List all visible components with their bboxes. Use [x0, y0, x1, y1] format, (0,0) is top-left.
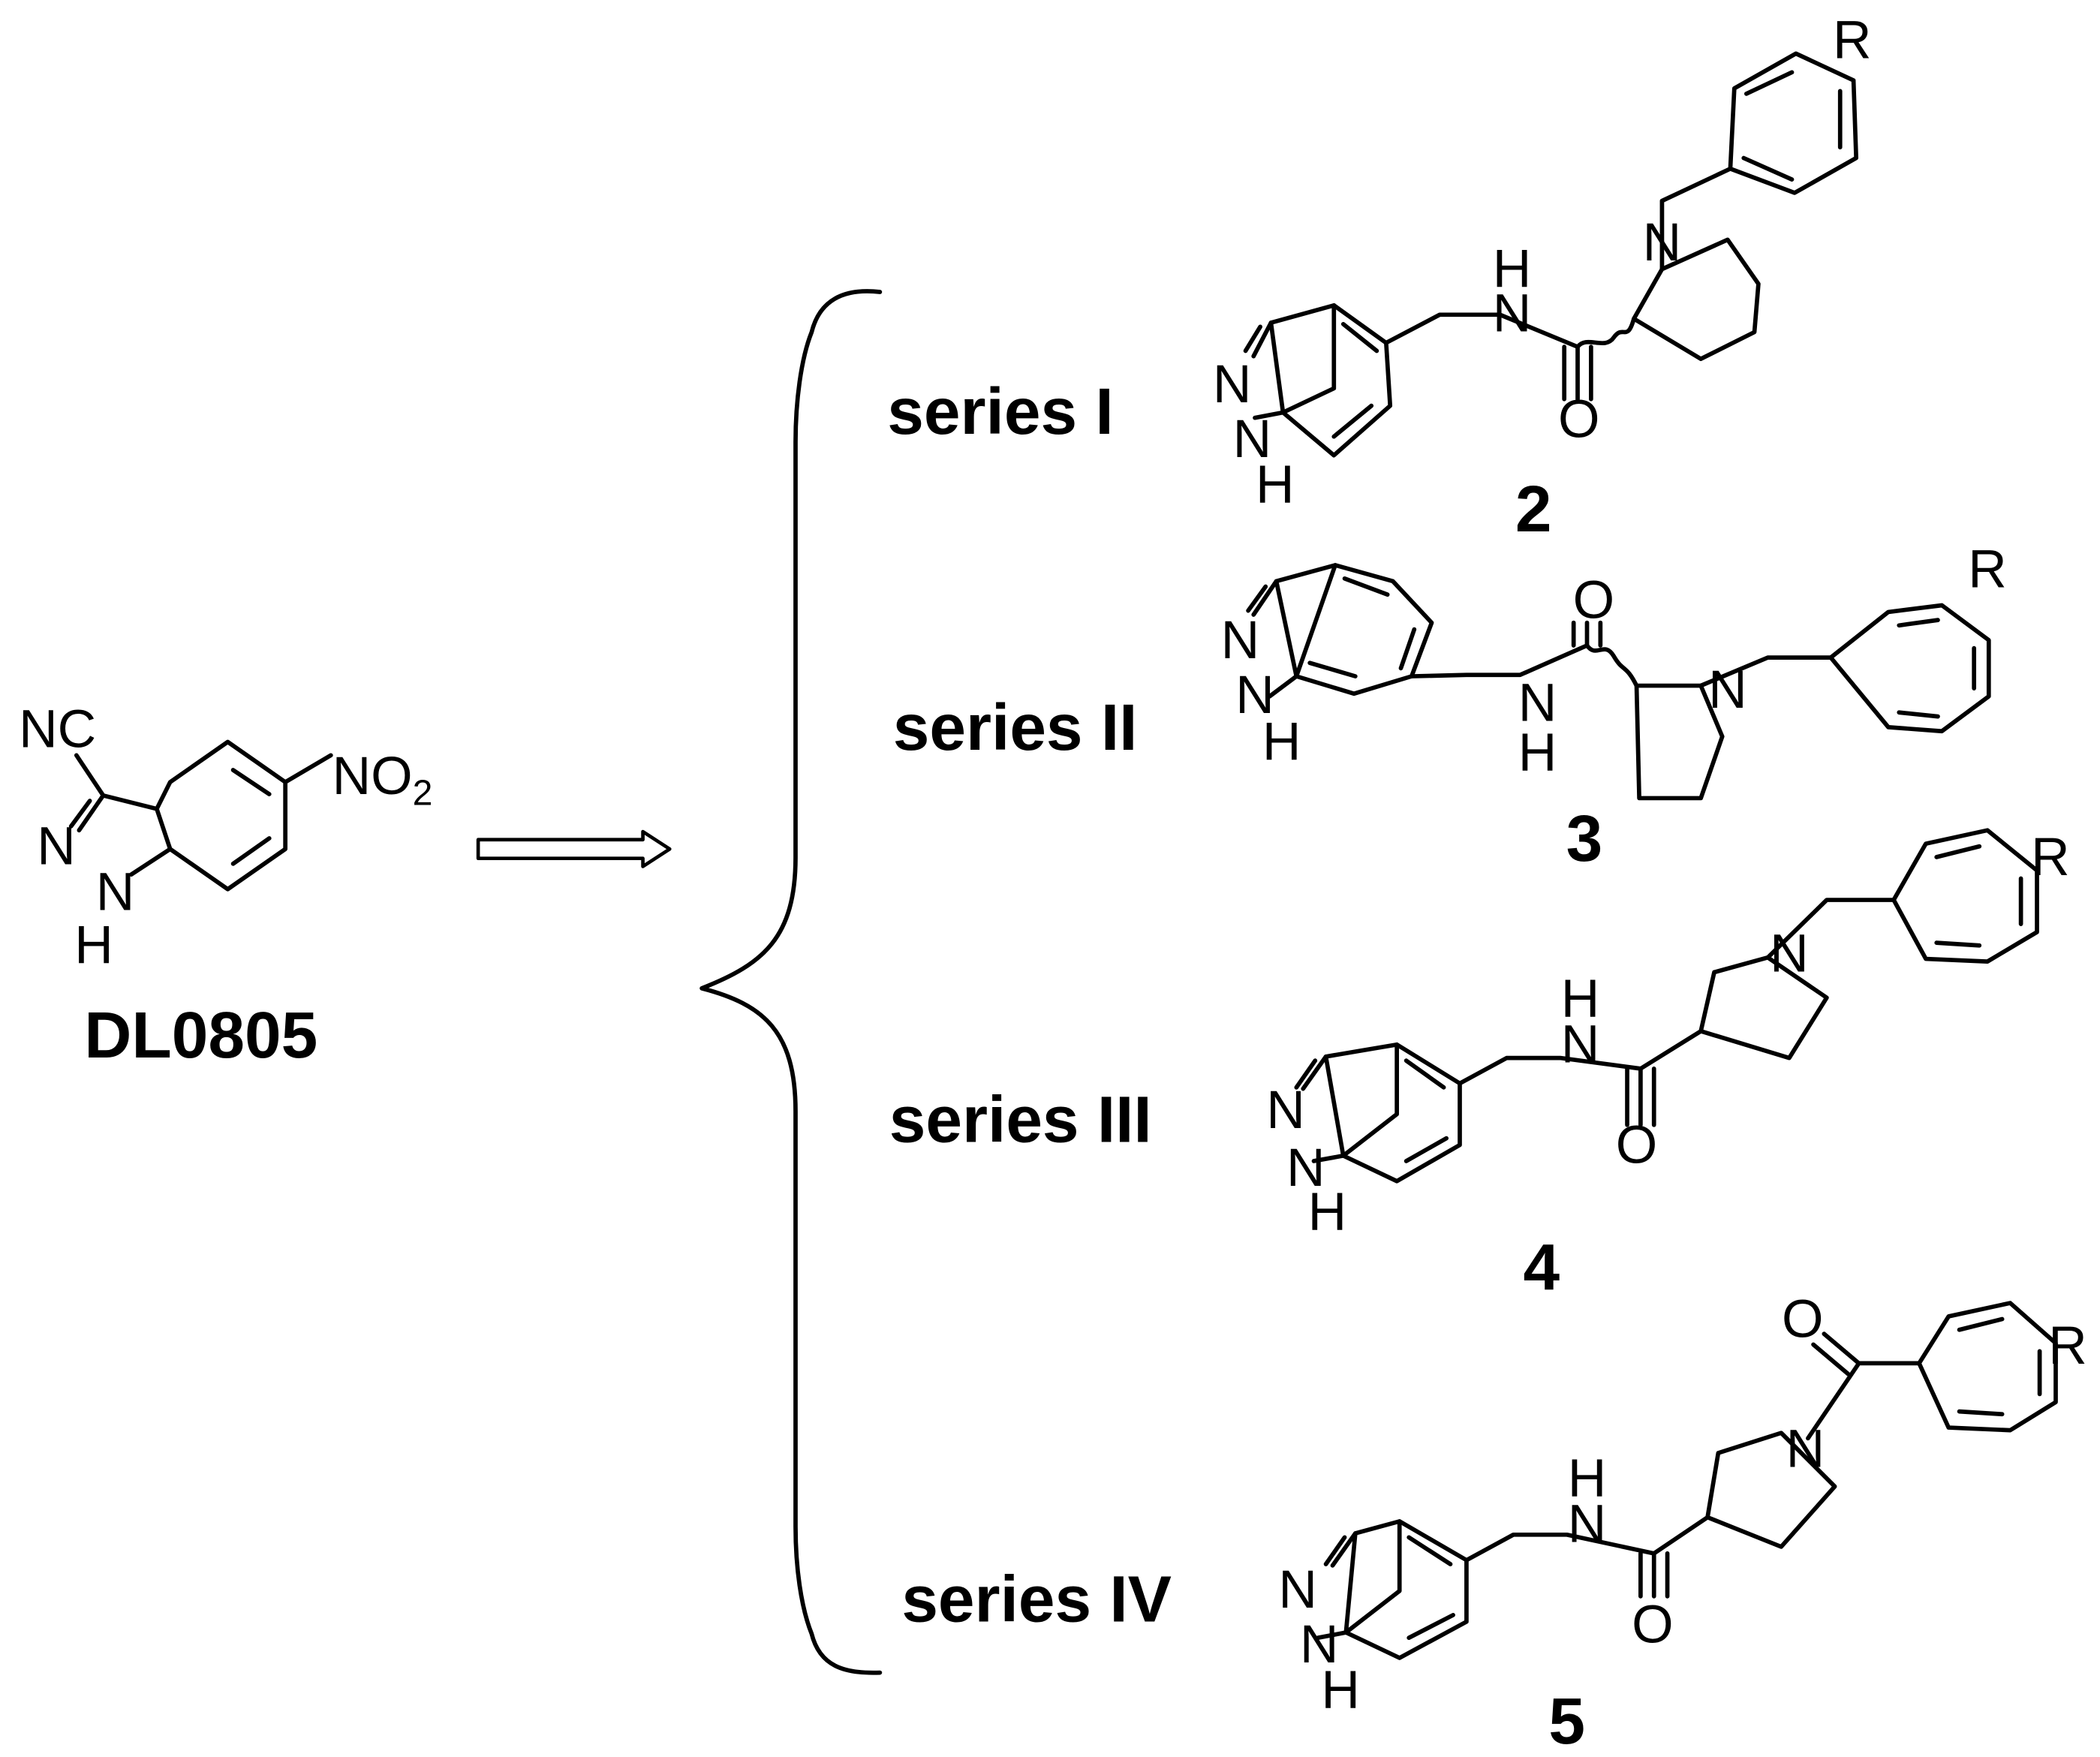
series-2-compound-number: 3 — [1566, 802, 1603, 875]
series-2-amine-n: N — [1708, 660, 1747, 720]
series-1-ring-n2: N — [1213, 354, 1252, 414]
series-1-compound-number: 2 — [1515, 472, 1552, 546]
series-1-ring-h: H — [1256, 455, 1295, 515]
curly-brace — [699, 289, 883, 1675]
series-1-label: series I — [887, 375, 1113, 448]
start-compound-name: DL0805 — [84, 998, 317, 1072]
ring-n2-label: N — [37, 817, 76, 877]
series-2-ring-n1: N — [1235, 665, 1274, 725]
series-3-amine-n: N — [1770, 923, 1809, 983]
retrosynthesis-arrow — [476, 829, 672, 868]
series-2-compound: O N R N H N N H — [1221, 539, 2007, 801]
series-2-ring-n2: N — [1221, 610, 1260, 670]
series-4-nh-h: H — [1568, 1449, 1607, 1509]
series-1-ring-n1: N — [1233, 409, 1272, 469]
series-3-compound-number: 4 — [1524, 1230, 1560, 1304]
series-4-amine-n: N — [1786, 1419, 1825, 1479]
nitrile-label: NC — [19, 699, 96, 760]
series-3-carbonyl-o: O — [1616, 1115, 1658, 1175]
series-1-amide-n: N — [1493, 284, 1532, 344]
series-4-r: R — [2048, 1316, 2087, 1376]
ring-n1-label: N — [96, 862, 135, 922]
series-3-ring-n1: N — [1286, 1138, 1325, 1198]
series-2-amide-n: N — [1518, 673, 1557, 733]
series-3-r: R — [2031, 827, 2070, 887]
series-2-carbonyl-o: O — [1573, 570, 1615, 630]
nitro-label: NO — [332, 746, 413, 806]
series-3-nh-h: H — [1561, 969, 1600, 1029]
series-1-amine-n: N — [1643, 212, 1682, 272]
ring-nh-label: H — [74, 916, 113, 976]
start-compound-dl0805: NC N N H NO2 DL0805 — [19, 699, 432, 1073]
series-4-benzoyl-o: O — [1782, 1289, 1824, 1349]
series-2-ring-h: H — [1262, 712, 1301, 772]
series-4-ring-n1: N — [1300, 1614, 1339, 1674]
series-1-carbonyl-o: O — [1558, 389, 1600, 449]
series-1-nh-h: H — [1493, 239, 1532, 299]
series-2-label: series II — [893, 690, 1138, 764]
series-4-carbonyl-o: O — [1632, 1594, 1674, 1654]
series-3-amide-n: N — [1561, 1015, 1600, 1075]
series-2-nh-h: H — [1518, 723, 1557, 783]
series-3-ring-h: H — [1308, 1182, 1347, 1242]
nitro-subscript: 2 — [413, 772, 433, 813]
series-4-amide-n: N — [1568, 1494, 1607, 1554]
series-1-compound: N N H H N O N R — [1213, 11, 1872, 515]
series-1-r: R — [1833, 11, 1872, 71]
series-3-label: series III — [889, 1083, 1152, 1157]
series-4-label: series IV — [901, 1562, 1172, 1635]
series-3-compound: N N H H N O N R — [1266, 827, 2069, 1242]
series-4-compound-number: 5 — [1548, 1684, 1585, 1757]
series-4-ring-n2: N — [1278, 1560, 1317, 1620]
series-4-ring-h: H — [1321, 1660, 1360, 1720]
series-4-compound: N N H H N O O N R — [1278, 1289, 2087, 1720]
series-2-r: R — [1968, 539, 2007, 599]
svg-text:NO2: NO2 — [332, 746, 433, 813]
series-3-ring-n2: N — [1266, 1080, 1305, 1140]
